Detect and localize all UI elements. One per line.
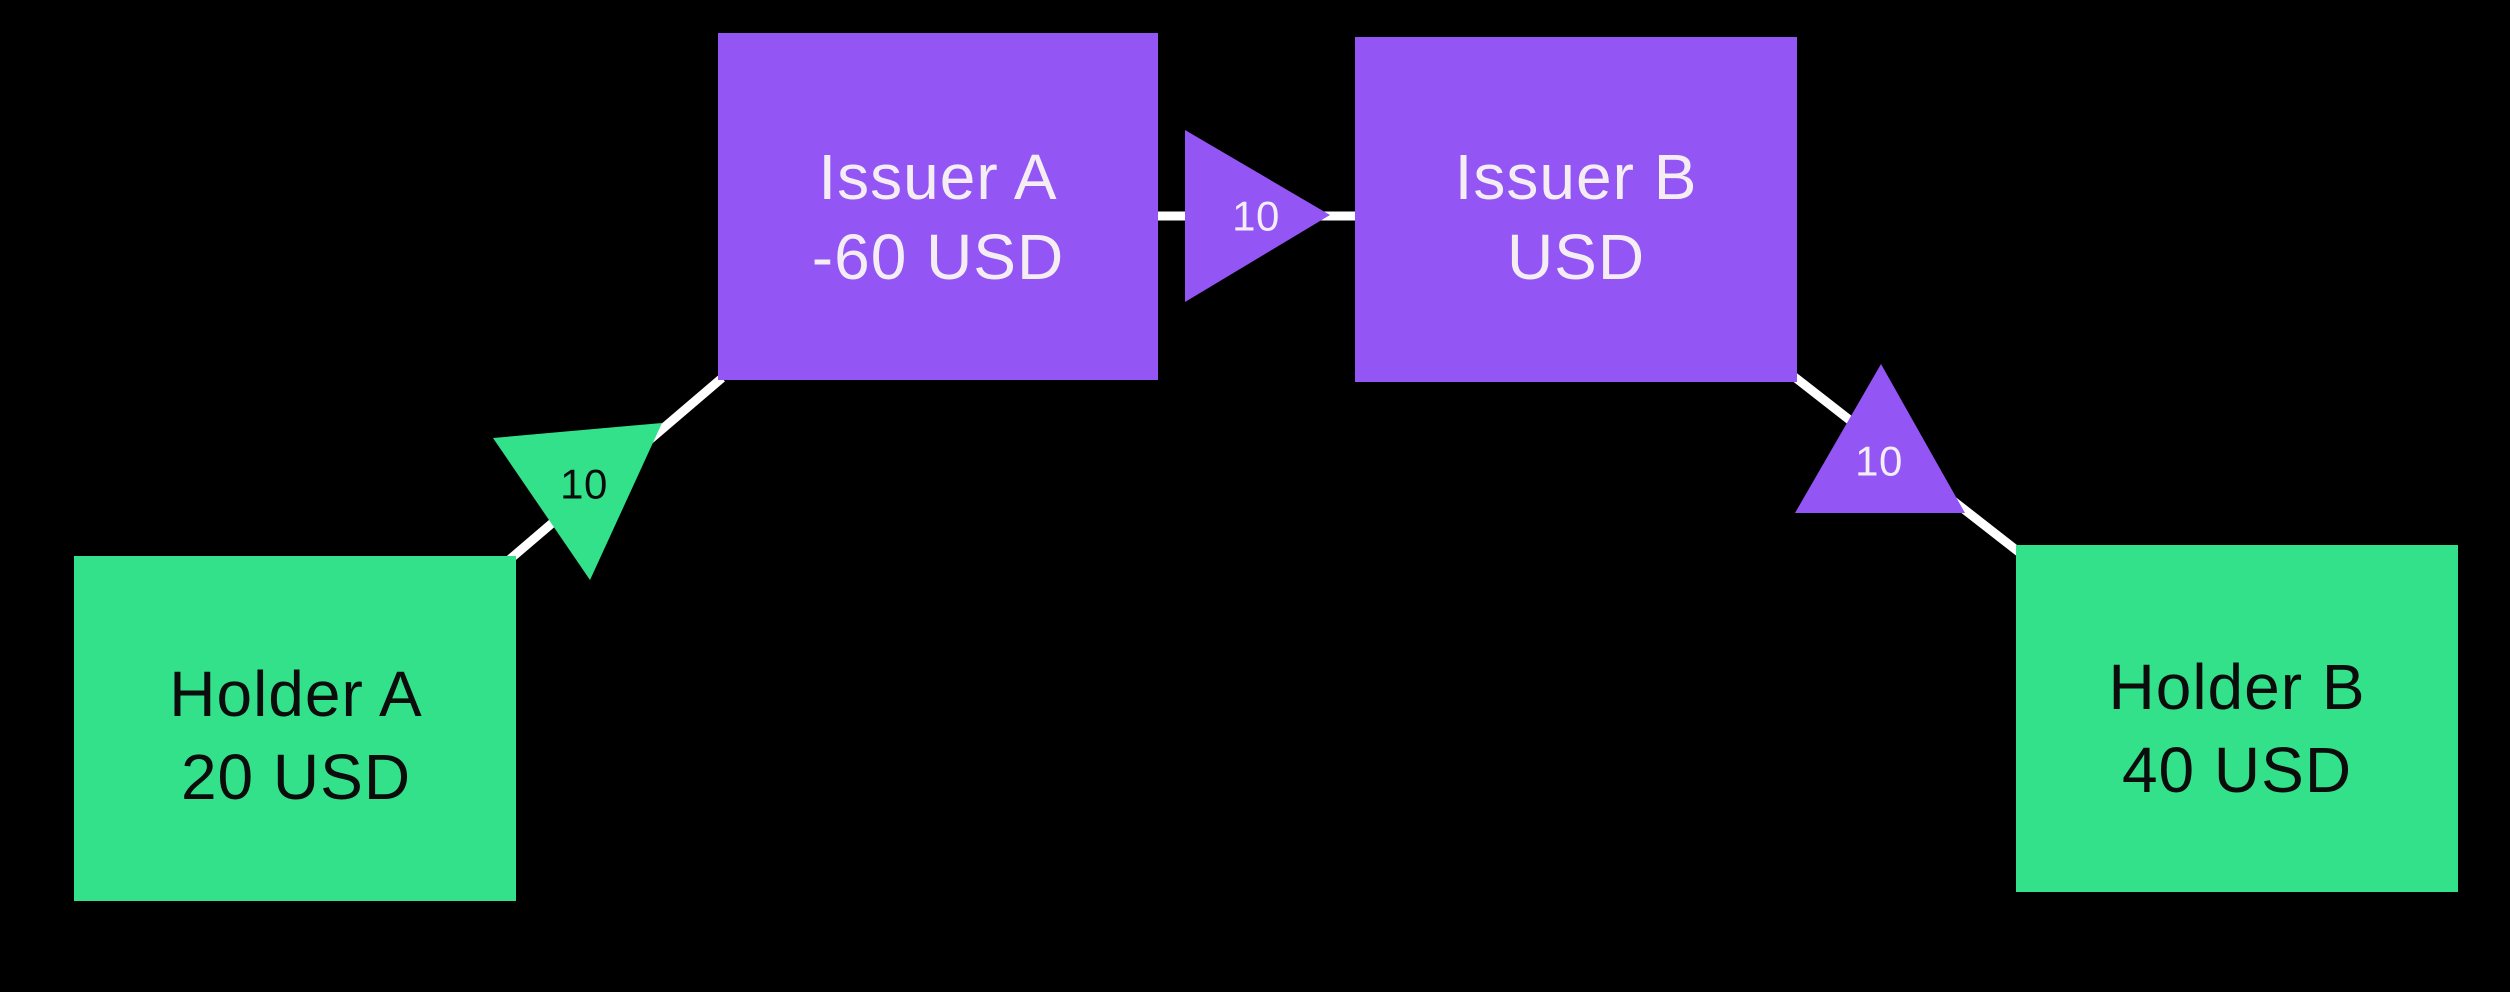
node-holder-b: [2016, 545, 2458, 892]
node-holder-a: [74, 556, 516, 901]
node-issuer-a: [718, 33, 1158, 380]
issuer-a-name-label: Issuer A: [818, 141, 1057, 213]
holder-b-name-label: Holder B: [2109, 651, 2366, 723]
edge-amount-label-holder-b: 10: [1855, 438, 1903, 485]
edge-amount-label-issuers: 10: [1232, 193, 1280, 240]
holder-a-name-label: Holder A: [169, 658, 422, 730]
arrowhead-issuer-edge: [1185, 130, 1330, 302]
holder-a-balance-label: 20 USD: [181, 741, 411, 813]
node-issuer-b: [1355, 37, 1797, 382]
issuer-a-balance-label: -60 USD: [812, 221, 1064, 293]
arrowhead-holder-a-edge: [493, 423, 662, 580]
arrowhead-holder-b-edge: [1795, 364, 1965, 513]
issuer-b-name-label: Issuer B: [1455, 141, 1698, 213]
edge-amount-label-holder-a: 10: [560, 461, 608, 508]
holder-b-balance-label: 40 USD: [2122, 734, 2352, 806]
issuer-b-balance-label: USD: [1507, 221, 1645, 293]
